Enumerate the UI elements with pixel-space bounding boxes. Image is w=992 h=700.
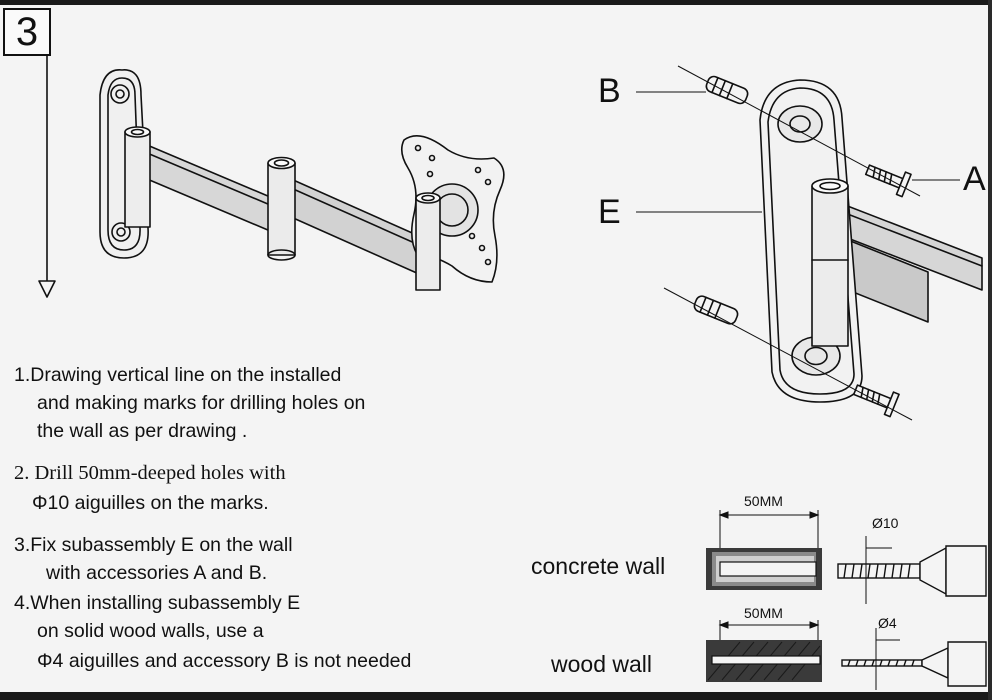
instruction-1-line-2: and making marks for drilling holes on xyxy=(37,392,366,414)
step-number: 3 xyxy=(3,8,51,56)
instruction-4-line-3: Φ4 aiguilles and accessory B is not need… xyxy=(37,650,412,672)
wood-depth-label: 50MM xyxy=(744,605,783,621)
wall-mount-arm xyxy=(99,69,505,291)
plumb-line-arrow xyxy=(38,55,56,298)
callout-e: E xyxy=(598,193,621,231)
wood-wall-drilling xyxy=(706,620,987,690)
instruction-3-line-1: 3.Fix subassembly E on the wall xyxy=(14,534,293,556)
fastener-detail xyxy=(693,75,983,418)
bottom-border xyxy=(0,692,992,700)
callout-b: B xyxy=(598,72,621,110)
wood-bit-diameter-label: Ø4 xyxy=(878,615,897,631)
concrete-depth-label: 50MM xyxy=(744,493,783,509)
concrete-bit-diameter-label: Ø10 xyxy=(872,515,899,531)
concrete-wall-drilling xyxy=(706,510,987,604)
instruction-4-line-2: on solid wood walls, use a xyxy=(37,620,264,642)
instruction-3-line-2: with accessories A and B. xyxy=(46,562,268,584)
instruction-1-line-3: the wall as per drawing . xyxy=(37,420,248,442)
right-border xyxy=(988,0,992,700)
instruction-4-line-1: 4.When installing subassembly E xyxy=(14,592,301,614)
concrete-wall-label: concrete wall xyxy=(531,553,666,579)
callout-a: A xyxy=(963,160,986,198)
top-border xyxy=(0,0,992,5)
instruction-2-line-2: Φ10 aiguilles on the marks. xyxy=(32,492,269,514)
instruction-1-line-1: 1.Drawing vertical line on the installed xyxy=(14,364,342,386)
wood-wall-label: wood wall xyxy=(551,651,652,677)
instruction-2-line-1: 2. Drill 50mm-deeped holes with xyxy=(14,462,286,484)
